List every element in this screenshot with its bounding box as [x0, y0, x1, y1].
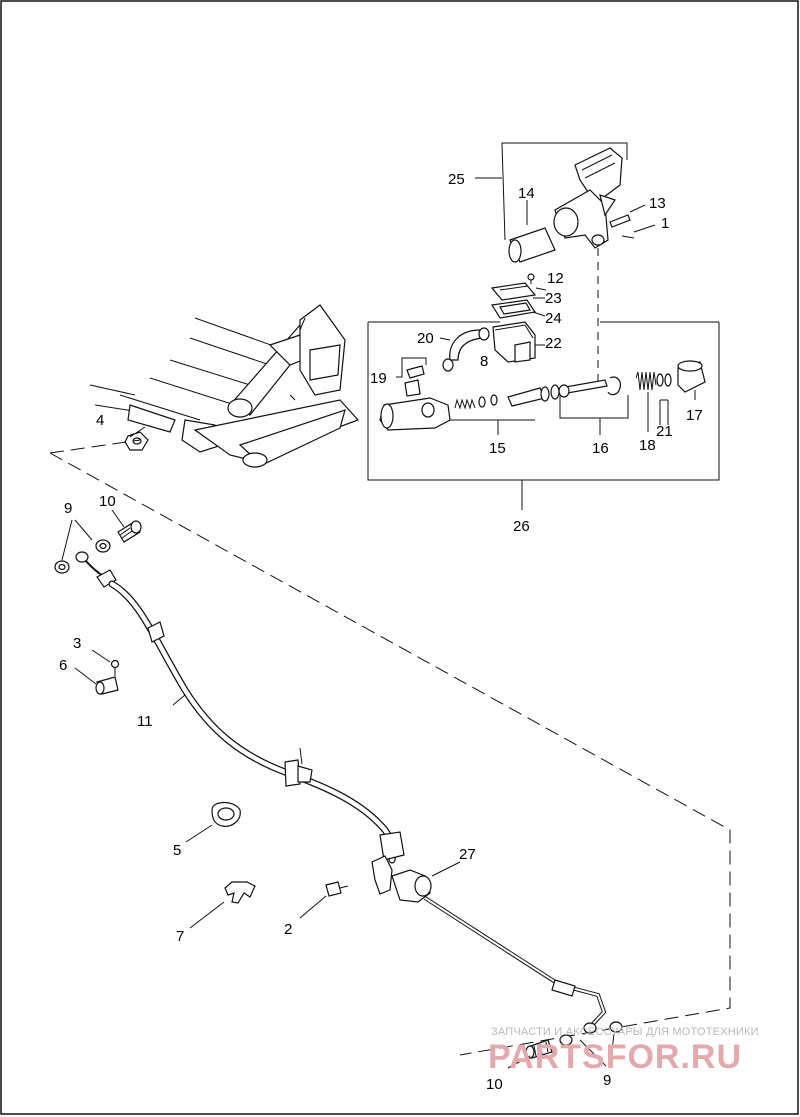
part-19-fitting	[396, 357, 427, 397]
part-25-pedal	[553, 147, 623, 249]
callout-10-upper: 10	[99, 493, 116, 510]
callout-14: 14	[518, 185, 535, 202]
callout-26: 26	[513, 518, 530, 535]
part-21-ring	[656, 373, 672, 425]
leader-11	[172, 694, 186, 706]
part-11-brake-line	[75, 551, 405, 864]
part-8-clamp	[442, 327, 490, 372]
callout-16: 16	[592, 440, 609, 457]
part-10-banjo-bolt-lower	[507, 1039, 553, 1069]
callout-1: 1	[661, 215, 669, 232]
master-cylinder-body	[379, 397, 535, 431]
watermark: ЗАПЧАСТИ И АКСЕССУАРЫ ДЛЯ МОТОТЕХНИКИ PA…	[488, 1026, 759, 1076]
callout-13: 13	[649, 195, 666, 212]
part-13-pin	[609, 204, 646, 228]
part-22-reservoir	[492, 321, 536, 363]
frame-section	[89, 304, 360, 468]
callout-12: 12	[547, 270, 564, 287]
watermark-logo: PARTSFOR.RU	[488, 1038, 742, 1076]
callout-7: 7	[176, 928, 184, 945]
leader-4	[129, 426, 146, 438]
callout-27: 27	[459, 846, 476, 863]
leader-12	[535, 287, 547, 291]
part-5-clamp	[185, 801, 241, 843]
part-20-hose	[439, 329, 483, 361]
part-3-screw	[91, 649, 120, 676]
callout-10-lower: 10	[486, 1076, 503, 1093]
callout-4: 4	[96, 412, 104, 429]
part-9-washer-upper	[54, 519, 111, 574]
part-2-bolt	[299, 881, 349, 919]
part-15-piston-kit	[454, 384, 560, 435]
part-9-washer-lower	[559, 1021, 623, 1067]
part-1-clip	[621, 224, 656, 239]
callout-3: 3	[73, 635, 81, 652]
callout-17: 17	[686, 407, 703, 424]
part-14-sleeve	[508, 200, 556, 263]
callout-19: 19	[370, 370, 387, 387]
callout-6: 6	[59, 657, 67, 674]
callout-5: 5	[173, 842, 181, 859]
dashed-leader-a	[49, 439, 141, 454]
dashed-leader-b	[49, 452, 731, 1056]
callout-labels: 1 2 3 4 5 6 7 8 9 9 10 10 11 12 13 14 15…	[59, 171, 703, 1093]
watermark-tagline: ЗАПЧАСТИ И АКСЕССУАРЫ ДЛЯ МОТОТЕХНИКИ	[491, 1026, 759, 1038]
callout-20: 20	[417, 330, 434, 347]
part-18-spring	[635, 371, 657, 432]
callout-15: 15	[489, 440, 506, 457]
master-cylinder-group	[367, 142, 720, 510]
callout-9-upper: 9	[64, 500, 72, 517]
callout-25: 25	[448, 171, 465, 188]
callout-2: 2	[284, 921, 292, 938]
leader-24	[532, 311, 546, 317]
part-12-screw	[527, 273, 535, 284]
callout-9-lower: 9	[603, 1072, 611, 1089]
callout-8: 8	[480, 353, 488, 370]
part-17-boot	[677, 360, 706, 400]
part-16-pushrod	[558, 376, 629, 435]
part-27-fitting	[371, 855, 461, 903]
part-10-banjo-bolt-upper	[111, 509, 142, 543]
part-24-gasket	[491, 299, 537, 319]
part-7-clip	[189, 881, 256, 929]
callout-23: 23	[545, 290, 562, 307]
lower-brake-line	[423, 896, 607, 1034]
callout-11: 11	[137, 713, 153, 730]
part-23-cover	[490, 282, 537, 301]
callout-18: 18	[639, 437, 656, 454]
callout-24: 24	[545, 310, 562, 327]
callout-22: 22	[545, 335, 562, 352]
part-6-clip	[74, 667, 119, 695]
callout-21: 21	[656, 423, 673, 440]
